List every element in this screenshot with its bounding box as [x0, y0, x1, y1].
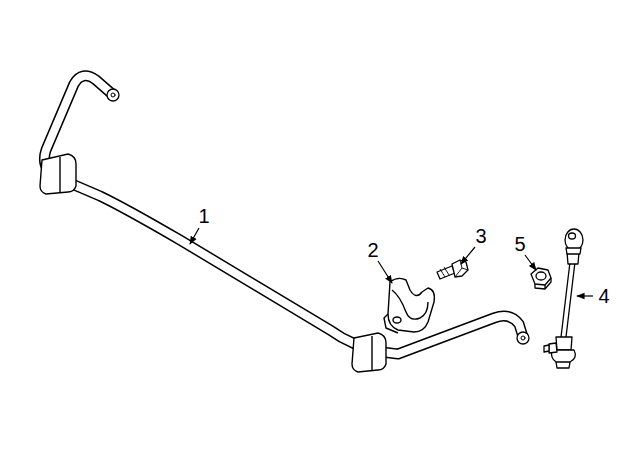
bushing — [40, 154, 386, 372]
leader-line — [577, 295, 593, 296]
leader-line — [525, 255, 536, 270]
leader-line — [190, 228, 199, 244]
nut — [531, 268, 551, 289]
leader-line — [461, 247, 475, 264]
callout-number: 3 — [475, 226, 486, 246]
leader-lines — [190, 228, 593, 296]
stabilizer-bar — [45, 76, 530, 354]
bushing-bracket — [384, 278, 434, 333]
callout-number: 1 — [198, 206, 209, 226]
callout-number: 4 — [598, 286, 609, 306]
stabilizer-link — [544, 229, 583, 368]
bolt — [437, 260, 468, 279]
callout-number: 5 — [514, 234, 525, 254]
leader-line — [378, 261, 392, 283]
callout-number: 2 — [367, 240, 378, 260]
